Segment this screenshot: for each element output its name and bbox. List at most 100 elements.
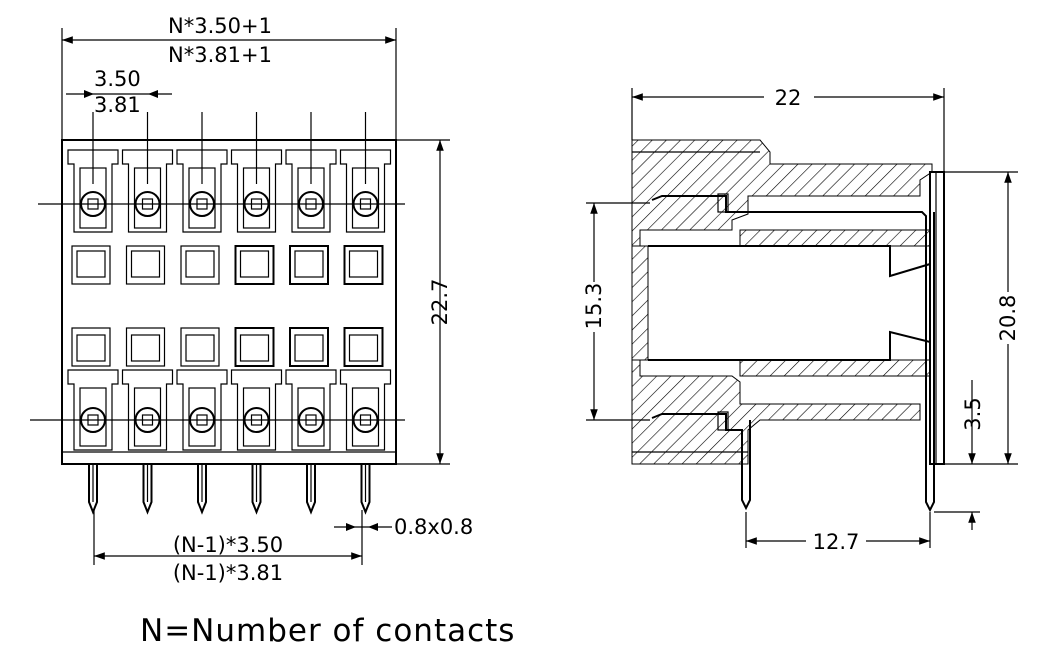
front-plate xyxy=(929,171,945,465)
contact-upper xyxy=(651,195,935,513)
upper-cell-slot xyxy=(133,167,162,229)
contact-upper-box xyxy=(717,193,729,213)
housing-lower-wall xyxy=(631,359,921,465)
lower-cell-slot xyxy=(242,387,271,447)
upper-screw-square xyxy=(87,198,99,210)
lower-screw-square xyxy=(305,414,317,426)
upper-window-inner xyxy=(185,250,215,278)
dim-pinsize-arrow-right xyxy=(368,523,378,531)
lower-cell-slot xyxy=(79,387,107,447)
lower-window-inner xyxy=(76,334,106,362)
dim-pitch-350-label: 3.50 xyxy=(94,67,141,91)
upper-screw-square xyxy=(250,198,263,210)
solder-pin xyxy=(88,464,98,515)
lower-cell-frame xyxy=(176,369,228,451)
solder-pin xyxy=(251,464,262,515)
lower-screw-square xyxy=(141,414,154,426)
solder-pin xyxy=(306,464,316,515)
upper-window xyxy=(343,245,384,285)
upper-cell-frame xyxy=(339,149,392,233)
lower-screw-head xyxy=(80,407,106,433)
lower-window-inner xyxy=(130,334,161,362)
dim-sideheight-label: 20.8 xyxy=(996,295,1020,342)
lower-cell-slot xyxy=(297,387,325,447)
contact-lower-box xyxy=(717,411,729,431)
solder-pin xyxy=(360,464,371,515)
upper-cell-frame xyxy=(230,149,283,233)
lower-cell-frame xyxy=(230,369,283,451)
dim-offset-label: 3.5 xyxy=(961,397,985,430)
front-view: N*3.50+1 N*3.81+1 3.50 3.81 22.7 (N-1)*3… xyxy=(30,14,473,585)
dim-pinsize-label: 0.8x0.8 xyxy=(394,515,473,539)
upper-window-inner xyxy=(348,250,379,278)
upper-screw-head xyxy=(298,191,324,217)
upper-cell-slot xyxy=(188,167,216,229)
housing-upper-wall xyxy=(631,139,933,247)
lower-window-inner xyxy=(185,334,215,362)
upper-cell-frame xyxy=(67,149,119,233)
dim-pinspan-350-label: (N-1)*3.50 xyxy=(173,533,283,557)
footnote: N=Number of contacts xyxy=(140,613,515,649)
lower-screw-head xyxy=(243,407,270,433)
lower-window xyxy=(289,327,329,367)
lower-screw-head xyxy=(298,407,324,433)
lower-cell-slot xyxy=(351,387,380,447)
upper-cell-slot xyxy=(297,167,325,229)
lower-window-inner xyxy=(239,334,270,362)
upper-cell-slot xyxy=(351,167,380,229)
lower-screw-square xyxy=(87,414,99,426)
dim-depth-label: 22 xyxy=(775,86,802,110)
lower-screw-head xyxy=(134,407,161,433)
upper-screw-head xyxy=(134,191,161,217)
lower-window xyxy=(343,327,384,367)
lower-screw-square xyxy=(250,414,263,426)
upper-window-inner xyxy=(76,250,106,278)
front-body-outline xyxy=(61,139,397,465)
lower-cell-frame xyxy=(67,369,119,451)
dim-rowspacing-label: 12.7 xyxy=(813,530,860,554)
upper-window xyxy=(289,245,329,285)
lower-window-inner xyxy=(348,334,379,362)
lower-screw-square xyxy=(196,414,208,426)
upper-window-inner xyxy=(294,250,324,278)
upper-screw-square xyxy=(196,198,208,210)
upper-screw-square xyxy=(141,198,154,210)
solder-pin xyxy=(142,464,153,515)
housing-mid-upper xyxy=(739,229,931,247)
lower-cell-frame xyxy=(285,369,337,451)
upper-window xyxy=(71,245,111,285)
dim-pinsize-arrow-left xyxy=(346,523,356,531)
housing-rear-wall xyxy=(631,245,649,361)
housing-mid-lower xyxy=(739,359,931,377)
dim-width-381-label: N*3.81+1 xyxy=(168,43,272,67)
lower-cell-frame xyxy=(339,369,392,451)
upper-cell-frame xyxy=(121,149,174,233)
upper-cell-frame xyxy=(285,149,337,233)
lower-cell-slot xyxy=(188,387,216,447)
lower-window xyxy=(125,327,166,367)
lower-screw-head xyxy=(189,407,215,433)
upper-screw-head xyxy=(352,191,379,217)
upper-window xyxy=(180,245,220,285)
lower-window xyxy=(180,327,220,367)
upper-window-inner xyxy=(130,250,161,278)
dim-pinspan-381-label: (N-1)*3.81 xyxy=(173,561,283,585)
upper-window xyxy=(125,245,166,285)
solder-pin xyxy=(197,464,207,515)
dim-pitch-arrow-left xyxy=(148,90,158,98)
lower-cell-slot xyxy=(133,387,162,447)
lower-window xyxy=(234,327,275,367)
lower-cell-frame xyxy=(121,369,174,451)
front-contact-cells xyxy=(67,112,392,515)
dim-pitch-arrow-right xyxy=(84,90,94,98)
lower-window-inner xyxy=(294,334,324,362)
dim-pinspacing-label: 15.3 xyxy=(582,283,606,330)
upper-window-inner xyxy=(239,250,270,278)
side-view: 22 15.3 20.8 3.5 12.7 xyxy=(582,86,1020,554)
upper-screw-head xyxy=(80,191,106,217)
upper-screw-square xyxy=(359,198,372,210)
upper-screw-head xyxy=(189,191,215,217)
upper-cell-slot xyxy=(79,167,107,229)
upper-cell-slot xyxy=(242,167,271,229)
